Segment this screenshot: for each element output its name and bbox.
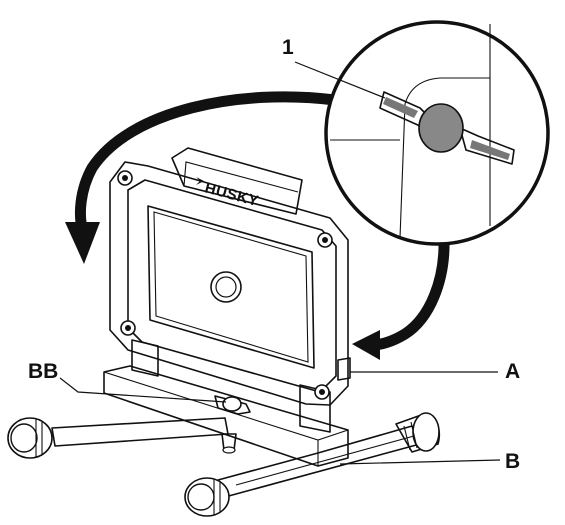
rubber-foot-rear-left xyxy=(7,417,53,459)
callout-a: A xyxy=(505,360,520,383)
light-head: HUSKY xyxy=(109,147,351,406)
callout-b: B xyxy=(505,450,520,473)
wing-nut xyxy=(379,91,515,165)
leader-line-bb xyxy=(59,377,227,403)
rotation-arrow-bottom xyxy=(352,239,450,360)
handle-knob xyxy=(214,395,251,415)
detail-magnifier xyxy=(324,20,550,246)
husky-logo: HUSKY xyxy=(196,177,261,210)
rubber-foot-right xyxy=(395,412,440,453)
rubber-foot-front-left xyxy=(184,477,230,517)
callout-1: 1 xyxy=(282,36,294,59)
stand-frame xyxy=(7,339,440,517)
husky-brand-text: HUSKY xyxy=(203,179,261,210)
leader-line-1 xyxy=(294,61,386,99)
rotation-arrow-top xyxy=(65,91,336,264)
callout-bb: BB xyxy=(28,360,58,383)
leader-line-b xyxy=(339,459,501,465)
